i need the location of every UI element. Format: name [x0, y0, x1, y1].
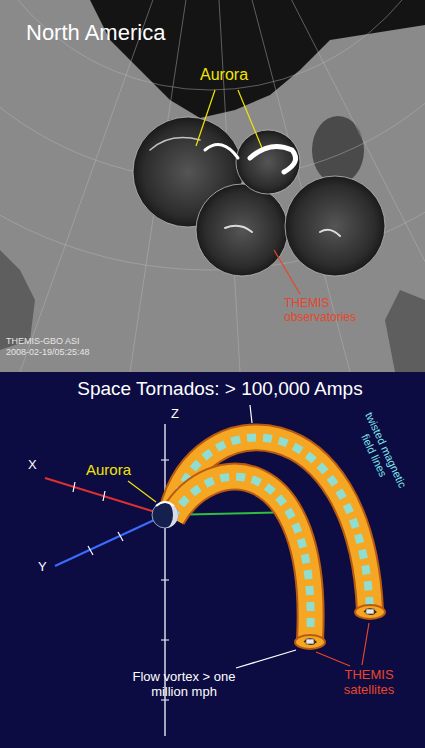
- pacific-ocean: [0, 250, 35, 350]
- tube-edge: [172, 477, 311, 640]
- leader-line: [316, 652, 350, 666]
- satellite-icon: [366, 609, 374, 614]
- latitude-line: [0, 0, 425, 90]
- aurora-label: Aurora: [200, 66, 270, 84]
- twisted-field-lines: [172, 437, 370, 610]
- leader-line: [128, 481, 156, 502]
- observatory-label: THEMIS observatories: [284, 297, 376, 325]
- tick: [118, 532, 123, 541]
- map-grid: [0, 0, 425, 372]
- tube-body: [172, 477, 311, 640]
- earth-globe: [152, 502, 178, 528]
- aurora-streak: [225, 226, 252, 232]
- aurora-streak: [320, 230, 340, 236]
- panel-heading: Space Tornados: > 100,000 Amps: [30, 378, 410, 400]
- x-axis: [45, 478, 165, 515]
- tick: [161, 699, 169, 700]
- earth-daylight: [165, 502, 178, 528]
- leader-line: [238, 90, 262, 148]
- tick: [73, 482, 75, 492]
- aurora-streak: [205, 145, 238, 158]
- leader-line: [250, 405, 252, 423]
- tick: [161, 579, 169, 580]
- space-ground: [0, 372, 425, 748]
- leader-line: [274, 250, 300, 294]
- all-sky-image: [285, 176, 385, 276]
- tube-edge: [172, 437, 370, 610]
- axis-label: Z: [171, 407, 191, 422]
- aurora-arc: [250, 146, 296, 172]
- tube-body: [172, 437, 370, 610]
- aurora-streak: [150, 138, 200, 150]
- all-sky-image: [236, 130, 300, 194]
- leader-line: [236, 650, 296, 668]
- aurora-leaders: [196, 90, 262, 148]
- leaders: [128, 405, 369, 668]
- time-stamp: 2008-02-19/05:25:48: [6, 347, 166, 357]
- land-ground: [0, 0, 425, 372]
- axis-label: Y: [38, 560, 54, 575]
- atlantic-ocean: [385, 290, 425, 372]
- y-axis: [55, 515, 165, 566]
- arctic-ocean: [90, 0, 425, 118]
- aurora-streaks: [150, 138, 340, 236]
- diagram-panel: [0, 372, 425, 748]
- leader-line: [362, 623, 369, 665]
- satellite-label: THEMIS satellites: [326, 668, 412, 698]
- tick: [88, 546, 93, 555]
- satellite-icon: [306, 639, 314, 644]
- earth: [152, 502, 178, 528]
- tick: [103, 491, 105, 501]
- twisted-field-lines: [172, 477, 311, 640]
- flux-tube-inner: [172, 477, 325, 649]
- region-heading: North America: [26, 20, 226, 45]
- vortex-swirl: [304, 639, 316, 645]
- earth-aurora: [156, 502, 174, 506]
- aurora-label: Aurora: [86, 461, 146, 478]
- vortex-label: Flow vortex > one million mph: [128, 670, 240, 700]
- flux-tube-outer: [172, 437, 385, 619]
- x-ticks: [73, 482, 105, 501]
- axis-label: X: [28, 458, 44, 473]
- y-ticks: [88, 532, 123, 555]
- instrument-stamp: THEMIS-GBO ASI: [6, 336, 166, 346]
- tick: [161, 459, 169, 460]
- meridian-line: [210, 0, 425, 330]
- tube-end: [295, 635, 325, 649]
- leader-line: [196, 90, 215, 146]
- tube-end: [355, 605, 385, 619]
- all-sky-image: [196, 184, 288, 276]
- map-panel: [0, 0, 425, 372]
- vortex-swirl: [364, 609, 376, 615]
- tick: [161, 639, 169, 640]
